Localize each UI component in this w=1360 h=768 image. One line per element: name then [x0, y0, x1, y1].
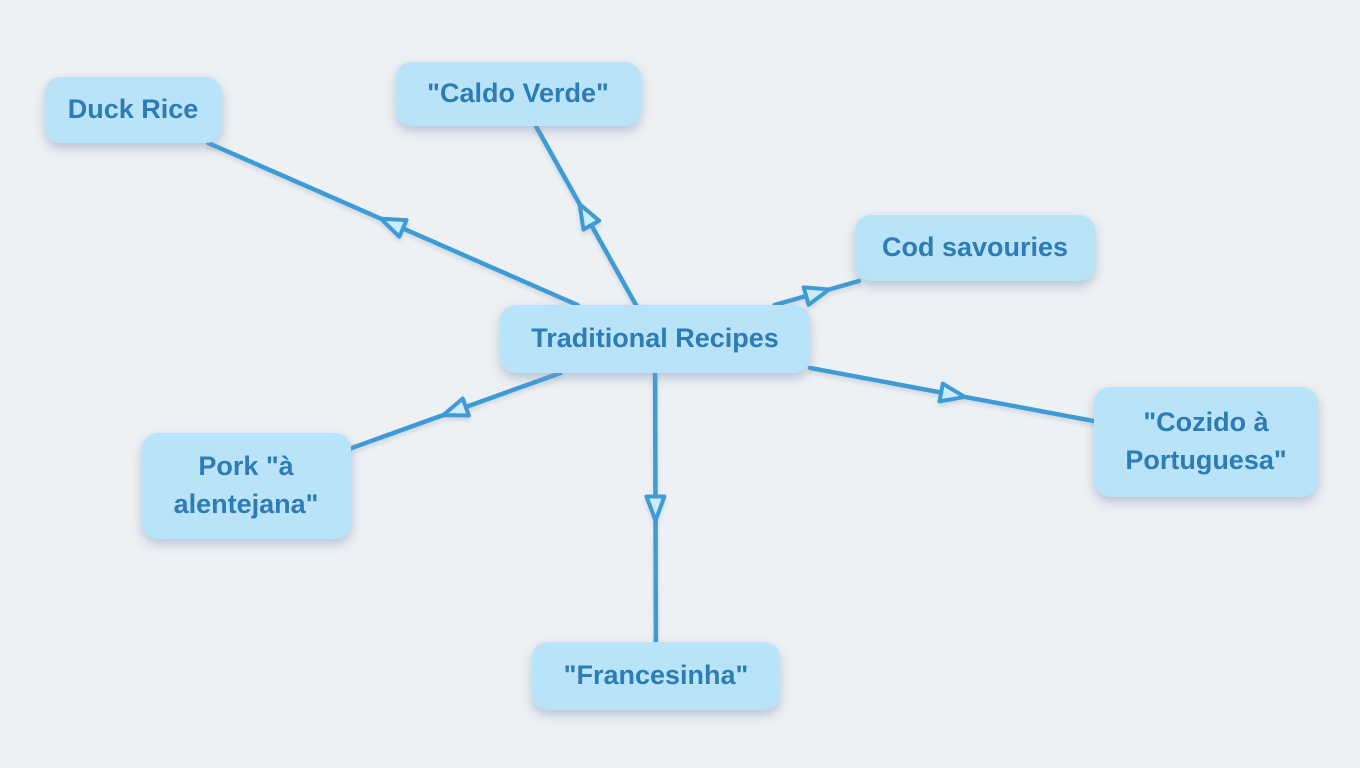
node-traditional-recipes[interactable]: Traditional Recipes	[500, 305, 810, 373]
arrowhead-icon	[441, 396, 471, 418]
node-francesinha[interactable]: "Francesinha"	[532, 642, 780, 710]
node-label: "Francesinha"	[563, 660, 749, 691]
node-caldo-verde[interactable]: "Caldo Verde"	[395, 62, 641, 126]
node-label: Traditional Recipes	[531, 323, 779, 354]
arrowhead-icon	[644, 494, 667, 523]
node-pork-a-alentejana[interactable]: Pork "à alentejana"	[141, 433, 351, 539]
arrowhead-icon	[801, 285, 832, 307]
edge-traditional-recipes-to-cozido-a-portuguesa	[807, 365, 1097, 424]
node-label: Pork "à alentejana"	[173, 451, 319, 519]
node-label: Cod savouries	[881, 232, 1069, 263]
node-label: "Caldo Verde"	[427, 78, 609, 109]
arrowhead-icon	[378, 216, 409, 239]
arrowhead-icon	[937, 381, 967, 404]
edge-traditional-recipes-to-pork-a-alentejana	[348, 370, 563, 451]
edge-traditional-recipes-to-duck-rice	[205, 140, 580, 308]
edge-traditional-recipes-to-caldo-verde	[533, 123, 639, 308]
edge-traditional-recipes-to-francesinha	[644, 370, 667, 645]
arrowhead-icon	[577, 202, 602, 232]
node-cozido-a-portuguesa[interactable]: "Cozido à Portuguesa"	[1094, 387, 1318, 497]
node-label: Duck Rice	[67, 94, 199, 125]
edge-traditional-recipes-to-cod-savouries	[772, 278, 862, 308]
node-duck-rice[interactable]: Duck Rice	[44, 77, 222, 143]
node-label: "Cozido à Portuguesa"	[1125, 407, 1287, 475]
node-cod-savouries[interactable]: Cod savouries	[855, 215, 1095, 281]
